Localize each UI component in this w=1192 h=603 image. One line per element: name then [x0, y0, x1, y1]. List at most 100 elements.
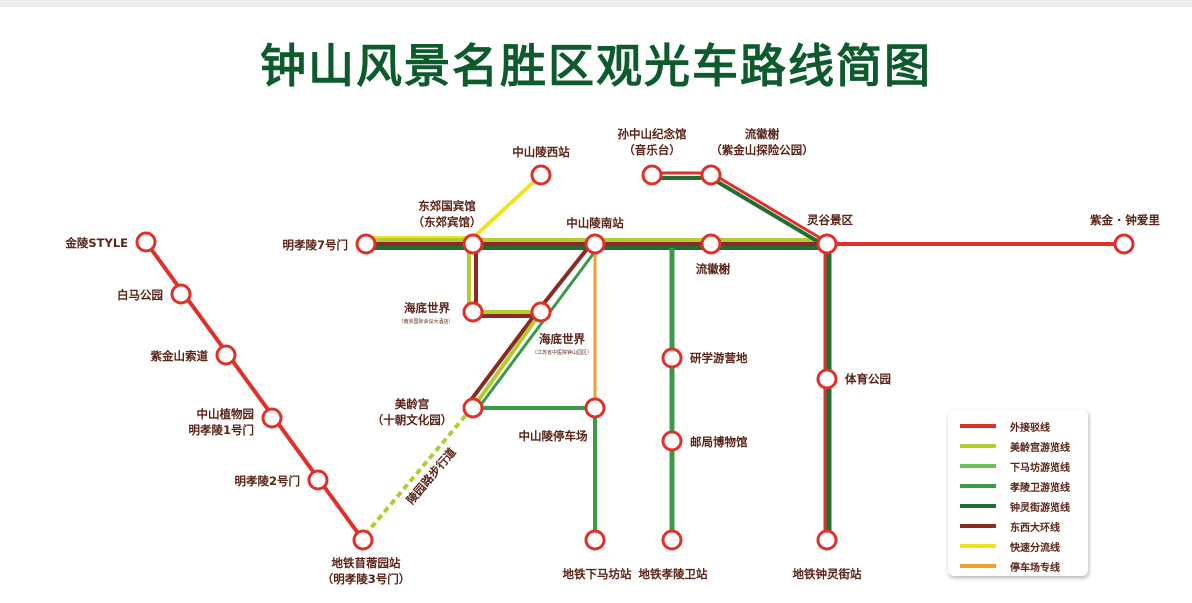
legend-label: 钟灵街游览线	[1010, 502, 1070, 514]
legend-swatch	[960, 544, 996, 548]
station-marker[interactable]	[584, 233, 606, 255]
station-marker[interactable]	[352, 529, 374, 551]
legend-swatch	[960, 524, 996, 528]
legend-swatch	[960, 424, 996, 428]
station[interactable]: 东郊国宾馆（东郊宾馆）	[413, 199, 484, 255]
station[interactable]: 海底世界 （江苏省中医院钟山园区）	[530, 301, 592, 356]
station-subname: （紫金山探险公园）	[710, 143, 814, 157]
station-marker[interactable]	[700, 164, 722, 186]
station-name: 海底世界	[404, 301, 450, 315]
station[interactable]: 紫金 · 钟爱里	[1090, 213, 1160, 255]
station-name: 地铁钟灵街站	[793, 567, 862, 581]
station[interactable]: 紫金山索道	[151, 344, 237, 366]
route-meiling-diagonal	[471, 310, 543, 410]
station[interactable]: 研学游营地	[661, 347, 748, 369]
route-east-west-diagonal	[463, 242, 593, 410]
station-marker[interactable]	[261, 407, 283, 429]
station-marker[interactable]	[700, 233, 722, 255]
station-marker[interactable]	[584, 529, 606, 551]
station[interactable]: 金陵STYLE	[64, 231, 157, 253]
station[interactable]: 体育公园	[816, 368, 891, 390]
station-marker[interactable]	[215, 344, 237, 366]
station-name: 中山陵西站	[512, 145, 570, 159]
station[interactable]: 海底世界 （南京国际会议大酒店）	[398, 301, 484, 325]
station-name: 中山陵停车场	[519, 429, 588, 443]
station-name: 明孝陵7号门	[282, 238, 348, 252]
station-marker[interactable]	[530, 164, 552, 186]
station-subname: （明孝陵3号门）	[322, 572, 411, 586]
page-title: 钟山风景名胜区观光车路线简图	[260, 39, 932, 93]
station[interactable]: 中山陵南站	[566, 216, 624, 255]
station[interactable]: 地铁孝陵卫站	[639, 529, 708, 581]
station[interactable]: 美龄宫 （十朝文化园）	[372, 397, 484, 427]
station[interactable]: 地铁苜蓿园站（明孝陵3号门）	[322, 529, 411, 586]
station-marker[interactable]	[1113, 233, 1135, 255]
station-marker[interactable]	[661, 529, 683, 551]
legend-item: 下马坊游览线	[960, 456, 1070, 476]
station[interactable]: 邮局博物馆	[661, 430, 748, 452]
legend-item: 快速分流线	[960, 536, 1060, 556]
station[interactable]: 地铁钟灵街站	[793, 529, 862, 581]
station-subname: （十朝文化园）	[372, 413, 453, 427]
station-subname: （东郊宾馆）	[413, 215, 482, 229]
station-marker[interactable]	[355, 233, 377, 255]
station-marker[interactable]	[641, 164, 663, 186]
station[interactable]: 明孝陵7号门	[282, 233, 377, 255]
station[interactable]: 流徽榭 （紫金山探险公园）	[700, 127, 814, 186]
route-meiling-haidi	[467, 248, 541, 314]
station-name: 灵谷景区	[807, 213, 853, 227]
legend-swatch	[960, 504, 996, 508]
station-marker[interactable]	[307, 469, 329, 491]
legend: 外接驳线美龄宫游览线下马坊游览线孝陵卫游览线钟灵街游览线东西大环线快速分流线停车…	[948, 410, 1088, 576]
legend-label: 东西大环线	[1010, 522, 1060, 534]
station-marker[interactable]	[170, 283, 192, 305]
legend-label: 外接驳线	[1010, 422, 1050, 434]
station[interactable]: 地铁下马坊站	[563, 529, 632, 581]
legend-item: 停车场专线	[960, 556, 1060, 576]
station-name: 紫金山索道	[151, 349, 209, 363]
legend-label: 停车场专线	[1010, 562, 1060, 574]
station-marker[interactable]	[661, 347, 683, 369]
station[interactable]: 中山陵停车场	[519, 397, 606, 443]
station[interactable]: 中山陵西站	[512, 145, 570, 186]
station-marker[interactable]	[816, 233, 838, 255]
station-name: 地铁下马坊站	[563, 567, 632, 581]
legend-swatch	[960, 564, 996, 568]
station-marker[interactable]	[462, 301, 484, 323]
station-name: 邮局博物馆	[690, 435, 748, 449]
legend-item: 东西大环线	[960, 516, 1060, 536]
station-marker[interactable]	[462, 397, 484, 419]
station-marker[interactable]	[584, 397, 606, 419]
station[interactable]: 流徽榭	[696, 233, 731, 276]
legend-label: 美龄宫游览线	[1010, 442, 1070, 454]
station-name: 中山植物园	[197, 407, 255, 421]
station-marker[interactable]	[135, 231, 157, 253]
legend-label: 孝陵卫游览线	[1010, 482, 1070, 494]
legend-item: 钟灵街游览线	[960, 496, 1070, 516]
station-marker[interactable]	[816, 368, 838, 390]
station[interactable]: 孙中山纪念馆（音乐台）	[618, 127, 687, 186]
legend-label: 下马坊游览线	[1010, 462, 1070, 474]
station-marker[interactable]	[661, 430, 683, 452]
station-name: 美龄宫	[395, 397, 430, 411]
station-name: 白马公园	[117, 288, 163, 302]
station-note: （江苏省中医院钟山园区）	[532, 349, 592, 356]
legend-label: 快速分流线	[1010, 542, 1060, 554]
station-marker[interactable]	[530, 301, 552, 323]
station-subname: 明孝陵1号门	[188, 423, 254, 437]
route-east-west-haidi	[474, 248, 541, 318]
station[interactable]: 明孝陵2号门	[234, 469, 329, 491]
station-name: 流徽榭	[745, 127, 780, 141]
station-name: 研学游营地	[690, 351, 748, 365]
station[interactable]: 灵谷景区	[807, 213, 853, 255]
legend-item: 美龄宫游览线	[960, 436, 1070, 456]
station-name: 海底世界	[539, 332, 585, 346]
station-name: 金陵STYLE	[64, 236, 128, 250]
station-note: （南京国际会议大酒店）	[398, 318, 453, 325]
station[interactable]: 白马公园	[117, 283, 192, 305]
station-marker[interactable]	[816, 529, 838, 551]
station-marker[interactable]	[462, 233, 484, 255]
walkway-dashed	[363, 413, 468, 537]
